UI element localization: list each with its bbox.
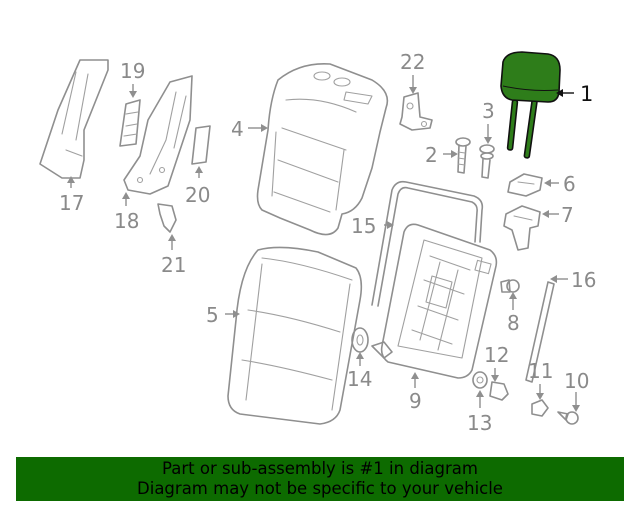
callout-1[interactable]: 1: [580, 82, 593, 106]
callout-19: 19: [120, 59, 145, 83]
callout-4: 4: [231, 117, 244, 141]
part-18-bolster-frame: [123, 75, 193, 195]
part-14-washer: [351, 327, 369, 353]
part-12-bushing: [489, 381, 509, 401]
leader-lines: [67, 75, 580, 412]
part-11-nut: [531, 399, 549, 417]
part-1-headrest[interactable]: [500, 51, 561, 159]
part-7-guide-lock: [503, 205, 541, 251]
part-9-back-panel: [371, 223, 498, 379]
part-8-bolt: [500, 279, 520, 293]
callout-labels: 1 22 3 2 4 5 6 7 8 9 10 11 12 13 14 15 1…: [59, 50, 596, 435]
callout-21: 21: [161, 253, 186, 277]
part-21-clip: [157, 203, 177, 233]
parts-diagram: 1 22 3 2 4 5 6 7 8 9 10 11 12 13 14 15 1…: [39, 50, 596, 435]
callout-2: 2: [425, 143, 438, 167]
part-6-guide: [507, 173, 543, 197]
callout-15: 15: [351, 214, 376, 238]
callout-10: 10: [564, 369, 589, 393]
callout-18: 18: [114, 209, 139, 233]
callout-16: 16: [571, 268, 596, 292]
part-5-seatback-cushion: [227, 246, 363, 425]
callout-5: 5: [206, 303, 219, 327]
callout-7: 7: [561, 203, 574, 227]
callout-3: 3: [482, 99, 495, 123]
banner-line-1: Part or sub-assembly is #1 in diagram: [162, 459, 478, 478]
part-3-bolt: [479, 144, 495, 179]
part-13-nut: [472, 371, 488, 389]
part-4-seatback-frame: [256, 63, 389, 236]
part-19-pad: [119, 99, 141, 147]
callout-20: 20: [185, 183, 210, 207]
callout-14: 14: [347, 367, 372, 391]
part-16-rod: [525, 281, 555, 383]
callout-13: 13: [467, 411, 492, 435]
part-17-side-trim: [39, 59, 109, 179]
callout-22: 22: [400, 50, 425, 74]
info-banner: Part or sub-assembly is #1 in diagram Di…: [16, 457, 624, 501]
callout-11: 11: [528, 359, 553, 383]
part-22-hinge-bracket: [399, 92, 433, 131]
callout-8: 8: [507, 311, 520, 335]
callout-12: 12: [484, 343, 509, 367]
part-2-bolt: [455, 137, 471, 174]
part-15-frame-wire: [371, 180, 484, 307]
part-10-screw: [557, 411, 579, 425]
callout-9: 9: [409, 389, 422, 413]
callout-17: 17: [59, 191, 84, 215]
banner-line-2: Diagram may not be specific to your vehi…: [137, 479, 503, 498]
part-20-pad: [191, 125, 211, 165]
callout-6: 6: [563, 172, 576, 196]
